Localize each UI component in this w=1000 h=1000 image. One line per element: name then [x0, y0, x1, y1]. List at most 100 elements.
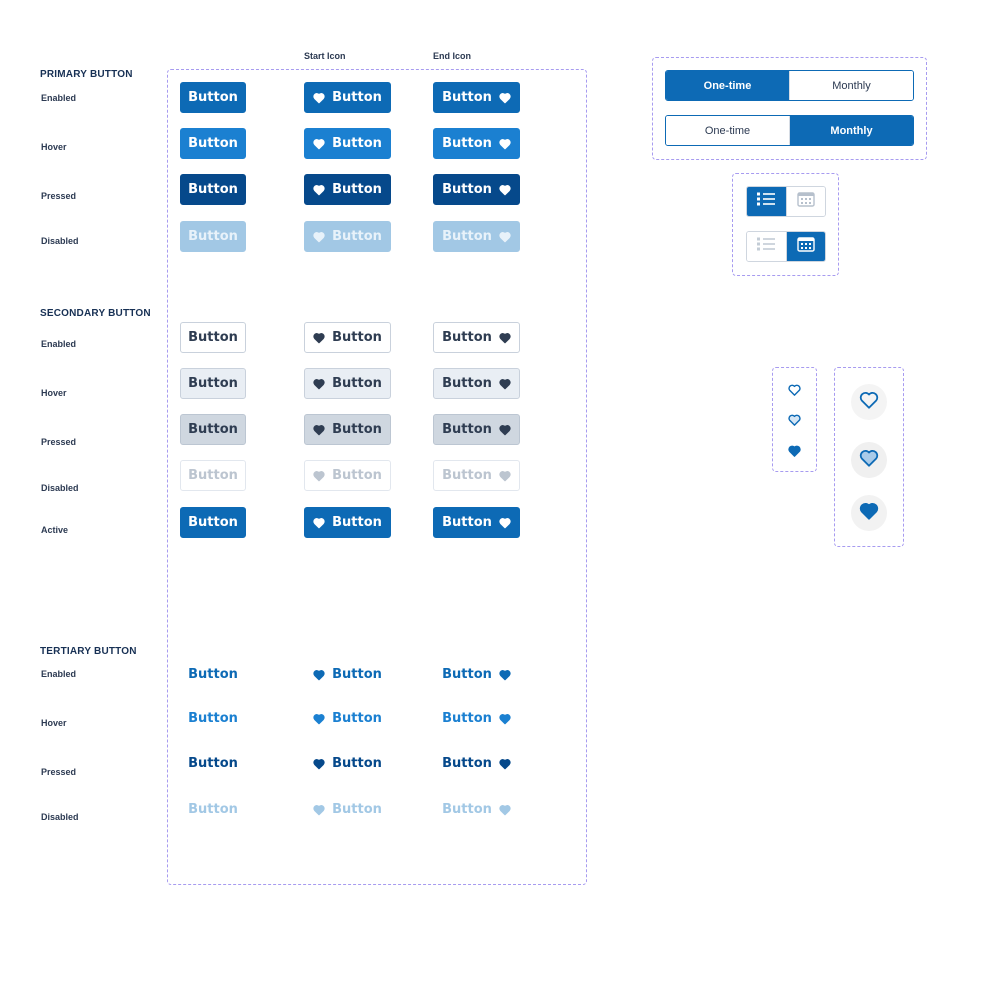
secondary-button-start-icon-enabled[interactable]: Button [304, 322, 391, 353]
secondary-button-start-icon-disabled[interactable]: Button [304, 460, 391, 491]
favorite-button-filled[interactable] [851, 495, 887, 531]
secondary-button-active[interactable]: Button [180, 507, 246, 538]
button-variants-frame [167, 69, 587, 885]
button-label: Button [332, 756, 382, 771]
tertiary-button-pressed[interactable]: Button [180, 748, 246, 779]
button-label: Button [332, 422, 382, 437]
secondary-button-end-icon-disabled[interactable]: Button [433, 460, 520, 491]
toggle-option-one-time[interactable]: One-time [666, 116, 790, 145]
button-label: Button [332, 468, 382, 483]
tertiary-button-end-icon-pressed[interactable]: Button [433, 748, 520, 779]
button-label: Button [442, 182, 492, 197]
primary-button-end-icon-pressed[interactable]: Button [433, 174, 520, 205]
tertiary-button-end-icon-hover[interactable]: Button [433, 703, 520, 734]
button-label: Button [188, 90, 238, 105]
heart-icon [313, 92, 325, 104]
calendar-icon [797, 191, 815, 212]
tertiary-button-end-icon-enabled[interactable]: Button [433, 659, 520, 690]
secondary-button-end-icon-pressed[interactable]: Button [433, 414, 520, 445]
view-toggle-list-selected [746, 186, 826, 217]
heart-icon [313, 804, 325, 816]
button-label: Button [332, 802, 382, 817]
list-view-button[interactable] [747, 187, 786, 216]
primary-button-start-icon-hover[interactable]: Button [304, 128, 391, 159]
heart-icon [499, 713, 511, 725]
small-heart-outline-icon[interactable] [788, 383, 801, 396]
heart-icon [313, 332, 325, 344]
primary-button-end-icon-hover[interactable]: Button [433, 128, 520, 159]
heart-icon [499, 184, 511, 196]
tertiary-section-title: TERTIARY BUTTON [40, 646, 137, 657]
button-label: Button [442, 515, 492, 530]
tertiary-button-hover[interactable]: Button [180, 703, 246, 734]
heart-icon [313, 378, 325, 390]
tertiary-state-disabled: Disabled [41, 812, 79, 822]
secondary-button-start-icon-active[interactable]: Button [304, 507, 391, 538]
primary-button-start-icon-enabled[interactable]: Button [304, 82, 391, 113]
button-label: Button [188, 182, 238, 197]
heart-light-icon [859, 449, 879, 472]
primary-button-hover[interactable]: Button [180, 128, 246, 159]
primary-state-hover: Hover [41, 142, 67, 152]
column-label-end-icon: End Icon [433, 51, 471, 61]
tertiary-button-start-icon-hover[interactable]: Button [304, 703, 391, 734]
primary-button-disabled[interactable]: Button [180, 221, 246, 252]
button-label: Button [332, 376, 382, 391]
favorite-button-outline[interactable] [851, 384, 887, 420]
heart-icon [499, 424, 511, 436]
secondary-button-end-icon-enabled[interactable]: Button [433, 322, 520, 353]
button-label: Button [442, 90, 492, 105]
button-label: Button [442, 422, 492, 437]
tertiary-button-start-icon-disabled[interactable]: Button [304, 794, 391, 825]
secondary-state-disabled: Disabled [41, 483, 79, 493]
secondary-button-disabled[interactable]: Button [180, 460, 246, 491]
secondary-section-title: SECONDARY BUTTON [40, 308, 151, 319]
heart-filled-icon [859, 502, 879, 525]
favorite-button-hover[interactable] [851, 442, 887, 478]
primary-button-start-icon-disabled[interactable]: Button [304, 221, 391, 252]
secondary-button-end-icon-active[interactable]: Button [433, 507, 520, 538]
calendar-view-button[interactable] [786, 232, 825, 261]
button-label: Button [188, 229, 238, 244]
tertiary-button-start-icon-pressed[interactable]: Button [304, 748, 391, 779]
view-toggle-calendar-selected [746, 231, 826, 262]
heart-icon [313, 669, 325, 681]
tertiary-button-end-icon-disabled[interactable]: Button [433, 794, 520, 825]
heart-icon [499, 92, 511, 104]
primary-button-end-icon-enabled[interactable]: Button [433, 82, 520, 113]
primary-button-start-icon-pressed[interactable]: Button [304, 174, 391, 205]
button-label: Button [442, 229, 492, 244]
button-label: Button [332, 229, 382, 244]
list-icon [756, 191, 776, 212]
secondary-button-enabled[interactable]: Button [180, 322, 246, 353]
secondary-state-enabled: Enabled [41, 339, 77, 349]
small-heart-filled-icon[interactable] [788, 444, 801, 457]
tertiary-state-pressed: Pressed [41, 767, 77, 777]
calendar-view-button[interactable] [785, 187, 825, 216]
tertiary-button-enabled[interactable]: Button [180, 659, 246, 690]
secondary-button-pressed[interactable]: Button [180, 414, 246, 445]
toggle-option-monthly[interactable]: Monthly [790, 116, 913, 145]
heart-icon [313, 184, 325, 196]
small-heart-light-icon[interactable] [788, 413, 801, 426]
secondary-button-end-icon-hover[interactable]: Button [433, 368, 520, 399]
secondary-button-hover[interactable]: Button [180, 368, 246, 399]
secondary-button-start-icon-hover[interactable]: Button [304, 368, 391, 399]
primary-button-end-icon-disabled[interactable]: Button [433, 221, 520, 252]
primary-button-enabled[interactable]: Button [180, 82, 246, 113]
button-label: Button [442, 376, 492, 391]
button-label: Button [332, 330, 382, 345]
primary-button-pressed[interactable]: Button [180, 174, 246, 205]
frequency-toggle-onetime-selected: One-time Monthly [665, 70, 914, 101]
button-label: Button [442, 711, 492, 726]
heart-icon [499, 138, 511, 150]
primary-state-disabled: Disabled [41, 236, 79, 246]
heart-icon [313, 470, 325, 482]
tertiary-button-disabled[interactable]: Button [180, 794, 246, 825]
tertiary-button-start-icon-enabled[interactable]: Button [304, 659, 391, 690]
toggle-option-monthly[interactable]: Monthly [789, 71, 913, 100]
list-view-button[interactable] [747, 232, 787, 261]
button-label: Button [188, 330, 238, 345]
secondary-button-start-icon-pressed[interactable]: Button [304, 414, 391, 445]
toggle-option-one-time[interactable]: One-time [666, 71, 789, 100]
